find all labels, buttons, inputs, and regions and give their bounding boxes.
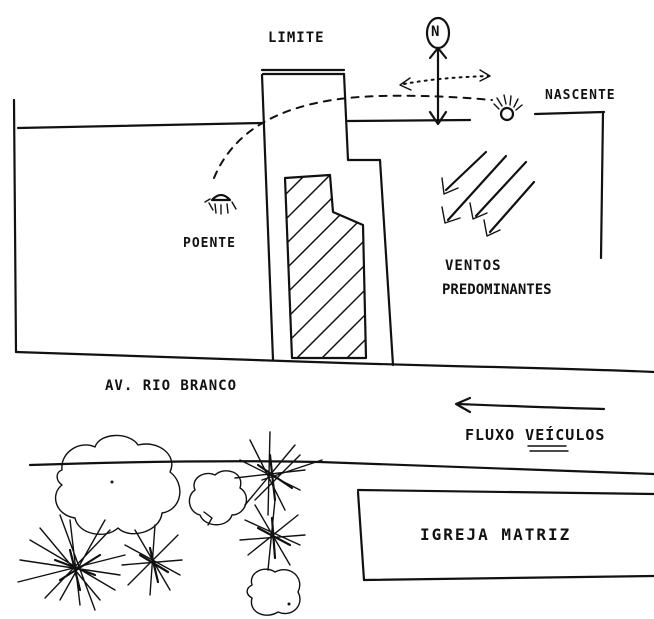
street-edge-north [16, 352, 654, 372]
label-winds-line1: VENTOS [445, 258, 502, 274]
shrub-outline-bottom [247, 569, 300, 615]
building-footprint [270, 150, 380, 375]
sunset-sun-icon [205, 195, 236, 214]
tree-scribble-middle-left [122, 525, 182, 595]
underline-veiculos [528, 446, 568, 451]
lot-limit-outline [262, 70, 393, 365]
label-limit: LIMITE [268, 30, 325, 46]
label-sunset: POENTE [183, 236, 236, 251]
label-north: N [431, 24, 440, 40]
sunrise-sun-icon [494, 95, 522, 120]
east-west-dotted-arrow [400, 70, 490, 90]
label-traffic-flow: FLUXO VEÍCULOS [465, 426, 605, 444]
traffic-flow-arrow [456, 398, 604, 412]
tree-scribble-bottom [240, 500, 305, 570]
label-church: IGREJA MATRIZ [420, 525, 571, 544]
label-avenue: AV. RIO BRANCO [105, 378, 237, 394]
site-boundary [14, 100, 604, 352]
sun-path-arc [214, 96, 492, 178]
tree-outline-small [189, 471, 246, 525]
tree-scribble-top [235, 432, 322, 515]
tree-scribble-left [18, 515, 125, 610]
tree-outline-large [56, 435, 180, 534]
street-edge-south [30, 461, 654, 474]
label-sunrise: NASCENTE [545, 88, 616, 103]
label-winds-line2: PREDOMINANTES [442, 282, 552, 298]
prevailing-wind-arrows [442, 152, 534, 236]
